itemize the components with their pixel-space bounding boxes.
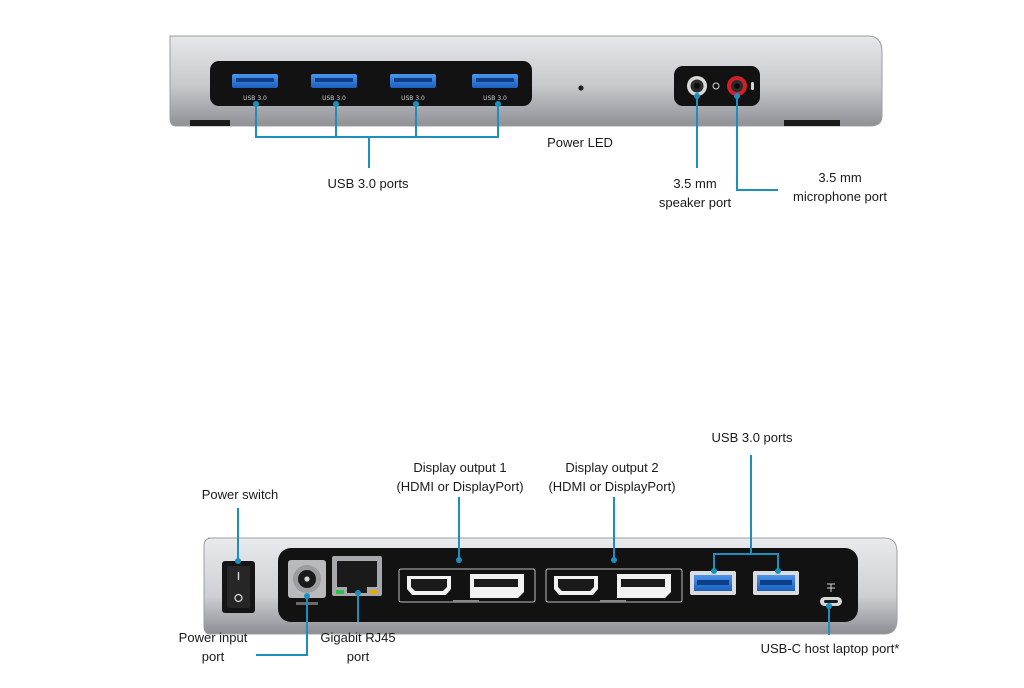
microphone-port-label-line-1: 3.5 mm — [818, 170, 862, 185]
front-usb-port-3-text: USB 3.0 — [401, 95, 425, 102]
power-led-label: Power LED — [547, 135, 613, 150]
rj45-label-line-1: Gigabit RJ45 — [320, 630, 396, 645]
front-usb-port-1-text: USB 3.0 — [243, 95, 267, 102]
usb-c-port — [820, 583, 842, 606]
power-input-label-line-2: port — [201, 649, 225, 664]
microphone-jack — [727, 76, 747, 96]
power-led — [578, 85, 584, 91]
power-input-callout-line — [256, 596, 308, 656]
rj45-port — [332, 556, 382, 596]
rj45-label: Gigabit RJ45 port — [303, 628, 413, 666]
front-usb-port-4-text: USB 3.0 — [483, 95, 507, 102]
microphone-symbol-icon — [751, 82, 754, 90]
usb-ports-bracket-line — [255, 104, 499, 138]
front-callout-lines — [255, 96, 778, 191]
microphone-callout-line — [736, 96, 778, 191]
front-callout-dots — [253, 93, 740, 107]
speaker-port-label-line-2: speaker port — [658, 195, 732, 210]
display-output-2-group — [545, 568, 683, 603]
display-output-2-label-line-2: (HDMI or DisplayPort) — [548, 479, 676, 494]
display-output-1-label-line-1: Display output 1 — [413, 460, 507, 475]
front-usb-bay — [210, 61, 532, 106]
display-output-1-label-line-2: (HDMI or DisplayPort) — [396, 479, 524, 494]
headphone-symbol-icon — [712, 82, 720, 90]
rear-callout-dots — [235, 557, 832, 609]
power-input-label: Power input port — [160, 628, 266, 666]
audio-bay — [674, 66, 760, 106]
front-usb-port-4: USB 3.0 — [472, 74, 518, 102]
usb-c-host-label: USB-C host laptop port* — [760, 641, 900, 656]
rear-callout-lines — [237, 455, 830, 656]
speaker-port-label-line-1: 3.5 mm — [673, 176, 717, 191]
laptop-symbol-icon — [827, 583, 835, 592]
speaker-jack — [687, 76, 707, 96]
front-dock-unit: USB 3.0 USB 3.0 USB 3.0 USB 3.0 — [169, 35, 883, 127]
front-usb-port-1: USB 3.0 — [232, 74, 278, 102]
power-input-label-line-1: Power input — [178, 630, 248, 645]
rear-usb-bracket-line — [713, 455, 779, 571]
display-output-1-group — [398, 568, 536, 603]
display-output-2-label: Display output 2 (HDMI or DisplayPort) — [532, 458, 692, 496]
front-usb-port-2: USB 3.0 — [311, 74, 357, 102]
front-usb-port-3: USB 3.0 — [390, 74, 436, 102]
microphone-port-label-line-2: microphone port — [793, 189, 887, 204]
microphone-port-label: 3.5 mm microphone port — [775, 168, 905, 206]
rear-usb-port-2 — [753, 571, 799, 595]
display-output-2-label-line-1: Display output 2 — [565, 460, 659, 475]
power-switch-label: Power switch — [201, 487, 279, 502]
front-usb-port-2-text: USB 3.0 — [322, 95, 346, 102]
usb-ports-label: USB 3.0 ports — [327, 176, 409, 191]
rear-usb-ports-label: USB 3.0 ports — [711, 430, 793, 445]
display-output-1-label: Display output 1 (HDMI or DisplayPort) — [380, 458, 540, 496]
power-input-jack — [288, 560, 326, 605]
power-switch — [222, 561, 255, 613]
speaker-port-label: 3.5 mm speaker port — [635, 174, 755, 212]
rear-usb-port-1 — [690, 571, 736, 595]
rj45-label-line-2: port — [346, 649, 370, 664]
